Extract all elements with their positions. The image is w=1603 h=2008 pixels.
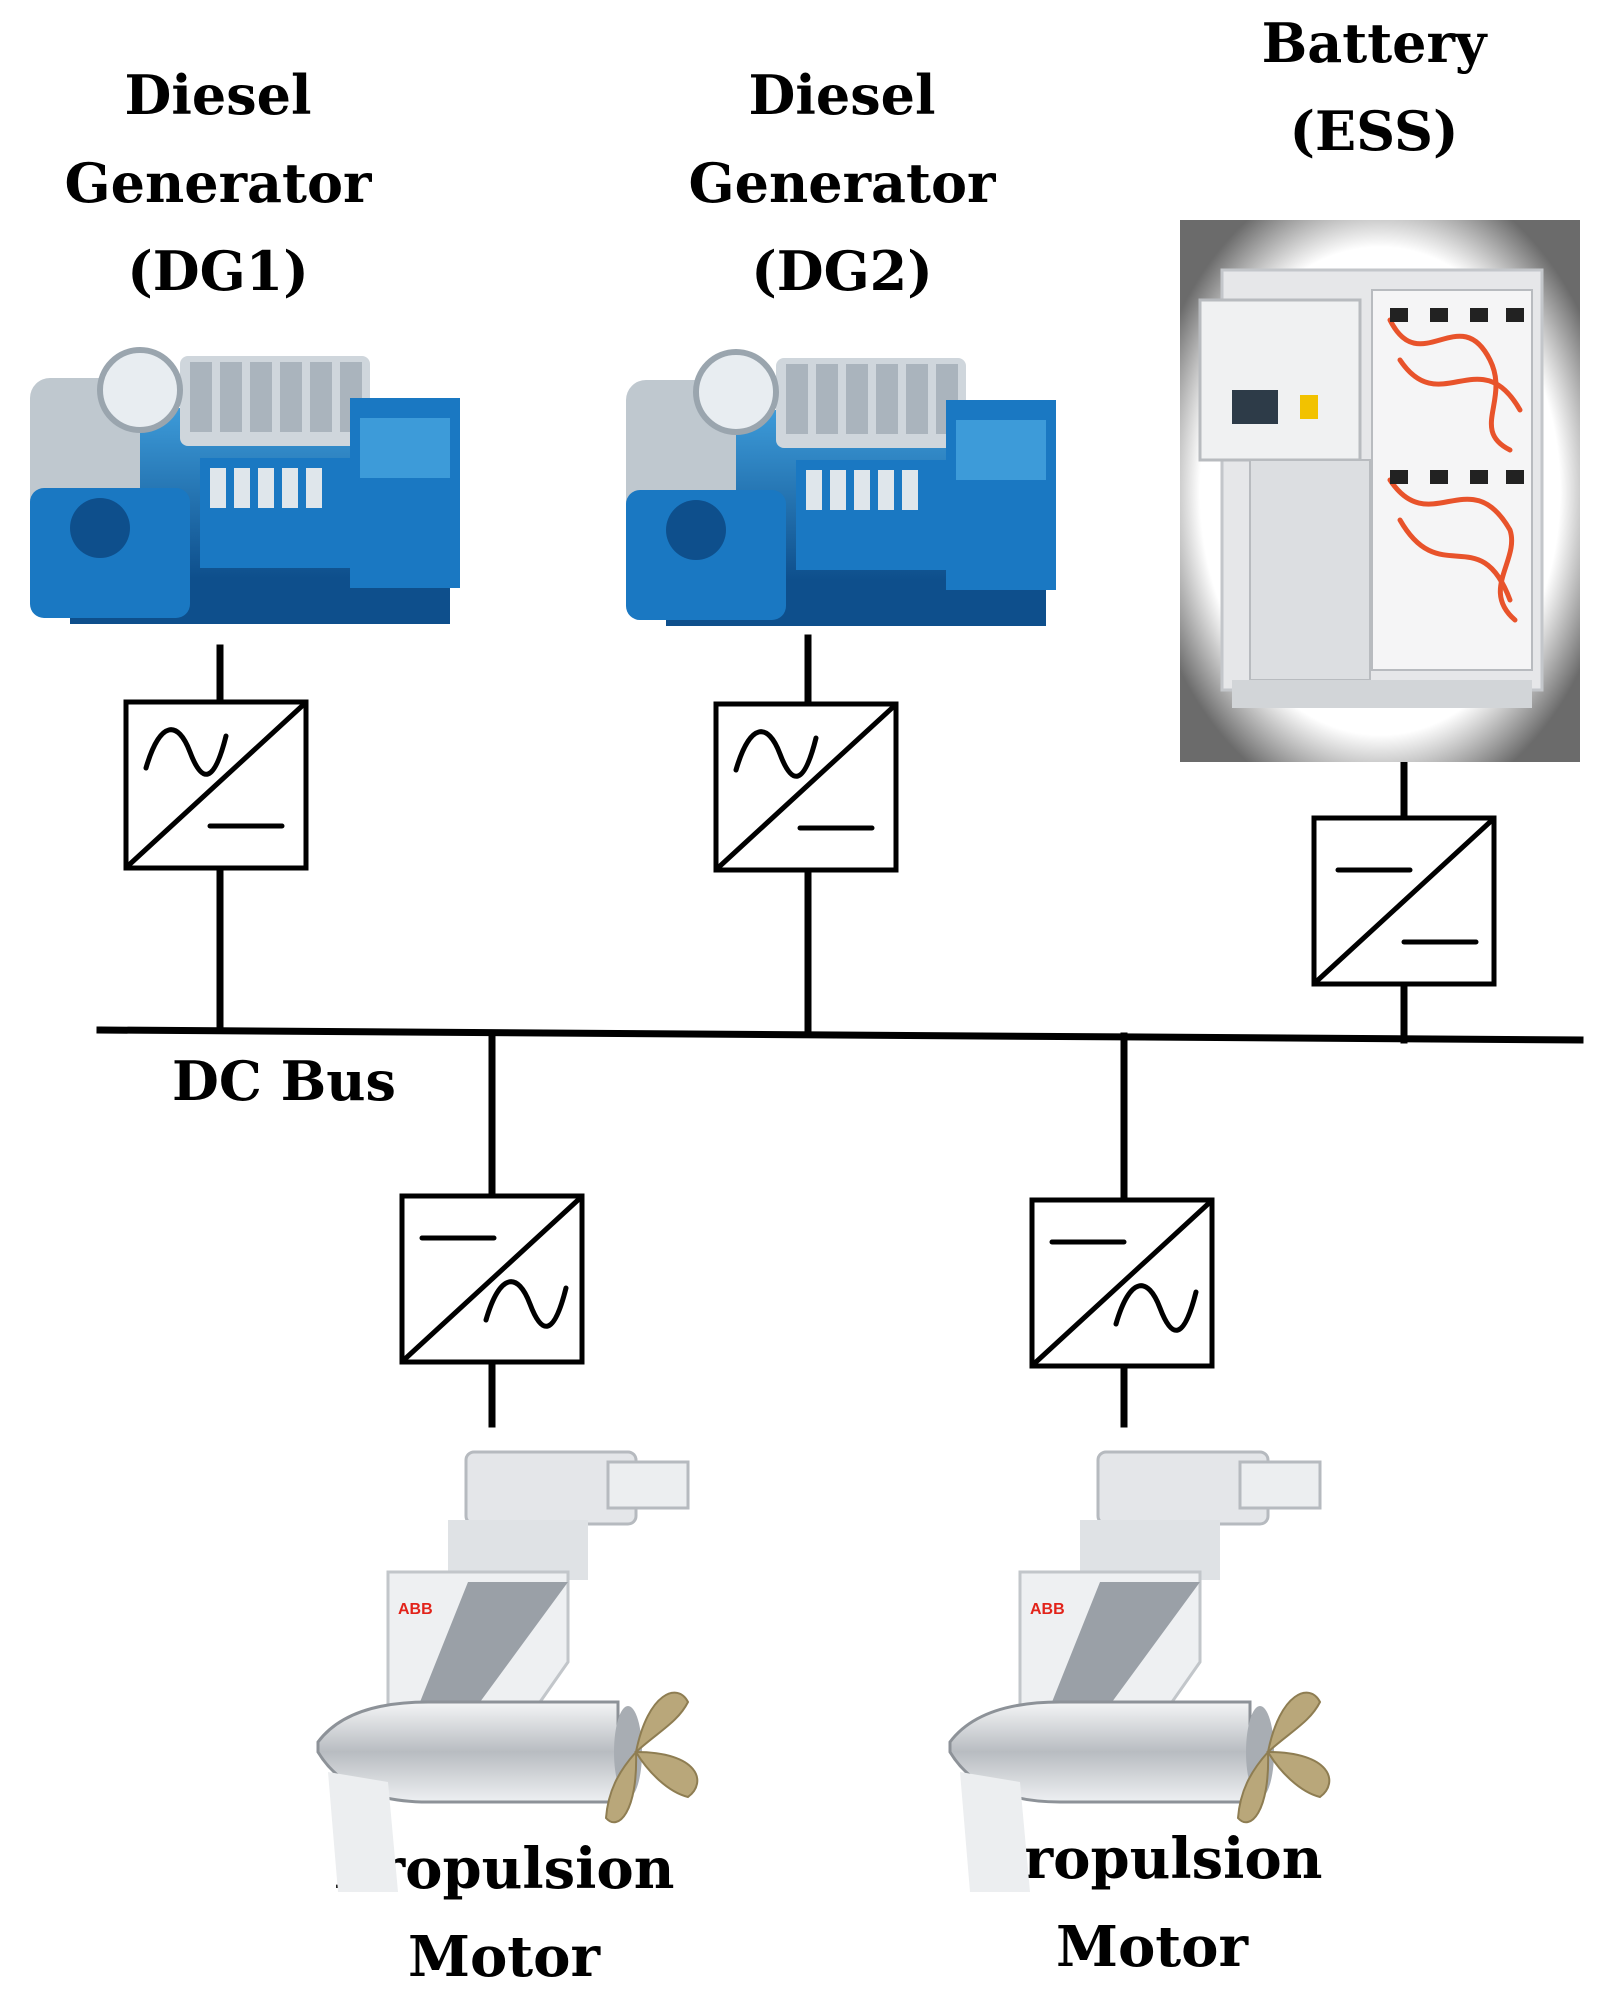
diesel-engine-dg2-icon xyxy=(626,349,1056,626)
dg2-label-line1: Diesel xyxy=(749,63,936,127)
azipod-left-icon: ABB xyxy=(316,1450,699,1892)
battery-label-line2: (ESS) xyxy=(1289,99,1458,163)
dg2-ac-dc-converter xyxy=(713,701,899,873)
diesel-engine-dg1-icon xyxy=(30,347,460,624)
dg1-label: Diesel Generator (DG1) xyxy=(65,63,372,303)
dg1-ac-dc-converter xyxy=(123,699,309,871)
battery-label-line1: Battery xyxy=(1262,11,1488,75)
dg2-label: Diesel Generator (DG2) xyxy=(689,63,996,303)
azipod-right-icon: ABB xyxy=(948,1450,1331,1892)
motor-right-label-line2: Motor xyxy=(1056,1914,1250,1980)
dg2-label-line2: Generator xyxy=(689,151,996,215)
abb-logo: ABB xyxy=(1030,1601,1065,1618)
motor-right-label-line1: Propulsion xyxy=(982,1826,1323,1892)
motor-left-label-line2: Motor xyxy=(408,1924,602,1990)
dg1-label-line1: Diesel xyxy=(125,63,312,127)
battery-cabinet-icon xyxy=(1180,220,1580,762)
dg1-label-line2: Generator xyxy=(65,151,372,215)
dg2-label-line3: (DG2) xyxy=(751,239,933,303)
motor-right-label: Propulsion Motor xyxy=(982,1826,1323,1980)
dg1-label-line3: (DG1) xyxy=(127,239,309,303)
motor-left-dc-ac-converter xyxy=(399,1193,585,1365)
battery-label: Battery (ESS) xyxy=(1262,11,1488,163)
abb-logo: ABB xyxy=(398,1601,433,1618)
motor-right-dc-ac-converter xyxy=(1029,1197,1215,1369)
dc-bus-line xyxy=(96,1026,1584,1044)
dc-bus-label: DC Bus xyxy=(172,1049,396,1113)
wiring xyxy=(96,634,1584,1428)
battery-dc-dc-converter xyxy=(1311,815,1497,987)
